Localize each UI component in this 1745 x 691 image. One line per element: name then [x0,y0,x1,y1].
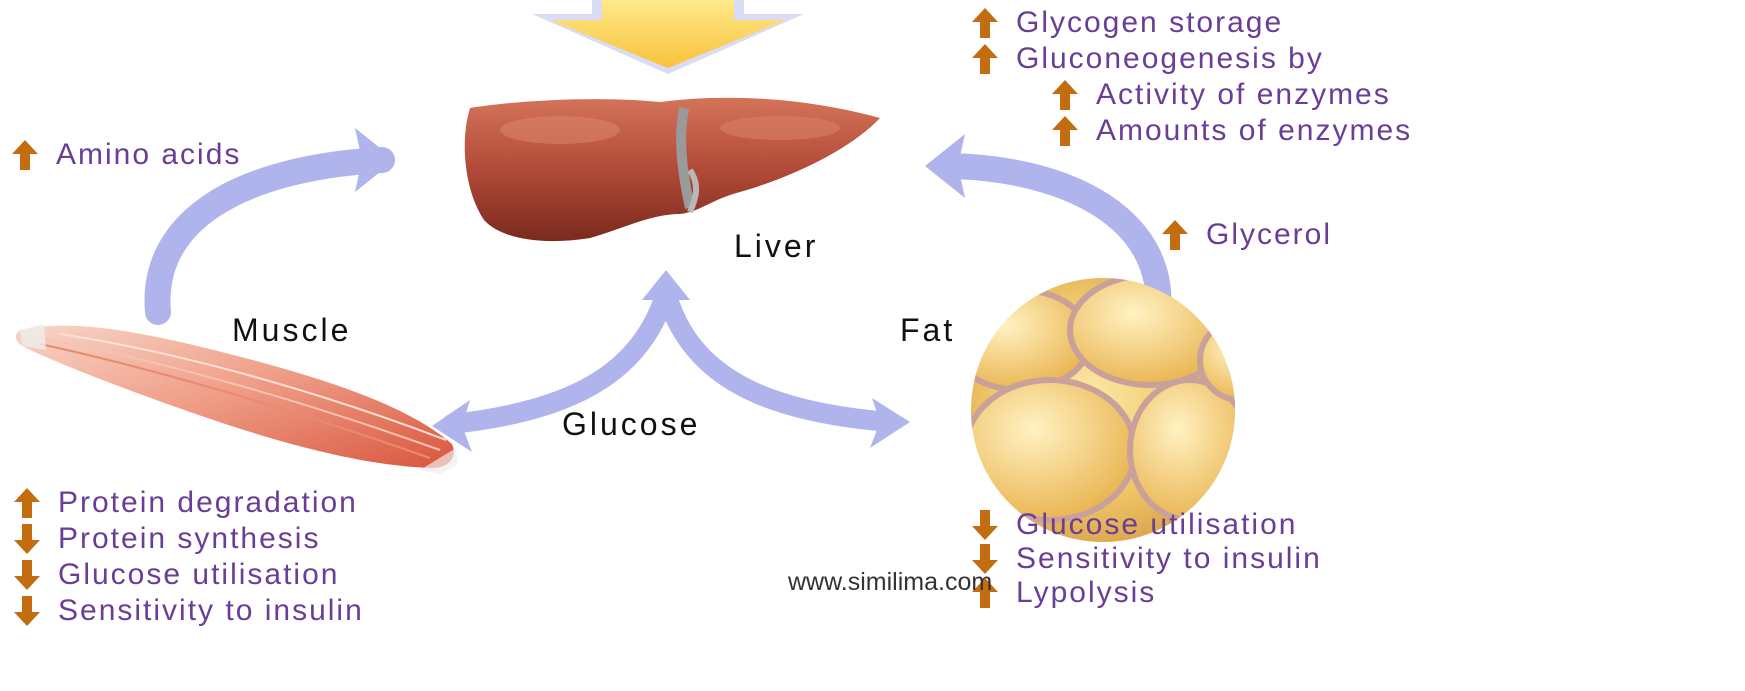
liver-effect-text: Gluconeogenesis by [1016,42,1324,76]
down-arrow-icon [12,522,42,556]
liver-effect-text: Glycogen storage [1016,6,1283,40]
fat-effect-text: Glucose utilisation [1016,508,1297,542]
arrow-muscle-to-liver [158,160,382,312]
fat-effect-item: Glucose utilisation [970,508,1297,542]
glycerol-text: Glycerol [1206,218,1332,252]
up-arrow-icon [970,6,1000,40]
up-arrow-icon [12,486,42,520]
liver-effect-text: Amounts of enzymes [1096,114,1412,148]
glucose-label: Glucose [562,406,700,443]
up-arrow-icon [1050,78,1080,112]
muscle-effect-text: Sensitivity to insulin [58,594,364,628]
arrow-liver-to-muscle [452,292,666,424]
fat-label: Fat [900,312,955,349]
fat-effect-item: Lypolysis [970,576,1156,610]
glycerol-item: Glycerol [1160,218,1332,252]
muscle-effect-text: Protein synthesis [58,522,320,556]
liver-label: Liver [734,228,818,265]
fat-effect-text: Lypolysis [1016,576,1156,610]
amino-acids-text: Amino acids [56,138,241,172]
liver-effect-item: Amounts of enzymes [1050,114,1412,148]
muscle-effect-item: Glucose utilisation [12,558,339,592]
up-arrow-icon [1160,218,1190,252]
liver-effect-item: Activity of enzymes [1050,78,1391,112]
liver-effect-item: Gluconeogenesis by [970,42,1324,76]
incoming-arrow [532,0,804,74]
down-arrow-icon [12,558,42,592]
fat-illustration [950,275,1280,542]
amino-acids-item: Amino acids [10,138,241,172]
muscle-effect-text: Glucose utilisation [58,558,339,592]
muscle-effect-item: Sensitivity to insulin [12,594,364,628]
muscle-effect-text: Protein degradation [58,486,358,520]
fat-effect-text: Sensitivity to insulin [1016,542,1322,576]
muscle-effect-item: Protein synthesis [12,522,320,556]
arrow-liver-to-fat [666,292,890,422]
up-arrow-icon [1050,114,1080,148]
liver-effect-text: Activity of enzymes [1096,78,1391,112]
up-arrow-icon [10,138,40,172]
up-arrow-icon [970,42,1000,76]
liver-effect-item: Glycogen storage [970,6,1283,40]
muscle-effect-item: Protein degradation [12,486,358,520]
down-arrow-icon [970,508,1000,542]
muscle-label: Muscle [232,312,351,349]
watermark-text: www.similima.com [788,568,992,597]
down-arrow-icon [12,594,42,628]
liver-illustration [465,98,880,241]
fat-effect-item: Sensitivity to insulin [970,542,1322,576]
